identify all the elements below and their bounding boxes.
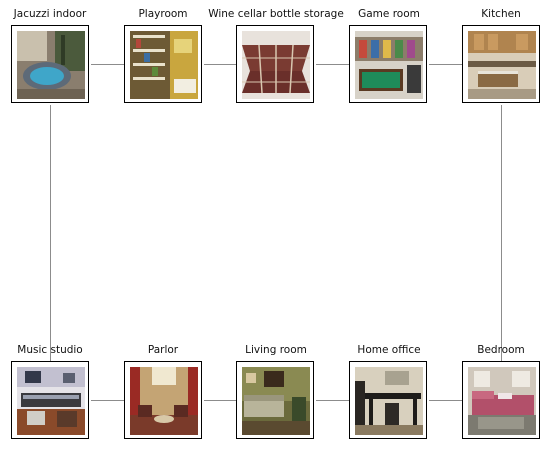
room-node-parlor[interactable] bbox=[124, 361, 202, 439]
connector-music-parlor bbox=[91, 400, 124, 401]
room-label-music: Music studio bbox=[17, 344, 83, 356]
connector-game-kitchen bbox=[429, 64, 462, 65]
living-room-photo bbox=[242, 367, 310, 435]
room-label-kitchen: Kitchen bbox=[481, 8, 521, 20]
room-label-parlor: Parlor bbox=[147, 344, 179, 356]
room-label-wine: Wine cellar bottle storage bbox=[208, 8, 344, 20]
room-node-kitchen[interactable] bbox=[462, 25, 540, 103]
room-label-game: Game room bbox=[358, 8, 420, 20]
room-label-jacuzzi: Jacuzzi indoor bbox=[13, 8, 87, 20]
connector-parlor-living bbox=[204, 400, 236, 401]
room-node-living[interactable] bbox=[236, 361, 314, 439]
home-office-photo bbox=[355, 367, 423, 435]
room-label-office: Home office bbox=[357, 344, 421, 356]
connector-wine-game bbox=[316, 64, 349, 65]
connector-kitchen-bedroom bbox=[501, 105, 502, 361]
room-label-bedroom: Bedroom bbox=[477, 344, 525, 356]
game-room-photo bbox=[355, 31, 423, 99]
connector-living-office bbox=[316, 400, 349, 401]
room-node-office[interactable] bbox=[349, 361, 427, 439]
kitchen-photo bbox=[468, 31, 536, 99]
room-node-wine[interactable] bbox=[236, 25, 314, 103]
connector-playroom-wine bbox=[204, 64, 236, 65]
connector-jacuzzi-music bbox=[50, 105, 51, 361]
connector-jacuzzi-playroom bbox=[91, 64, 124, 65]
room-node-music[interactable] bbox=[11, 361, 89, 439]
parlor-photo bbox=[130, 367, 198, 435]
room-label-living: Living room bbox=[245, 344, 307, 356]
music-studio-photo bbox=[17, 367, 85, 435]
jacuzzi-photo bbox=[17, 31, 85, 99]
room-node-game[interactable] bbox=[349, 25, 427, 103]
playroom-photo bbox=[130, 31, 198, 99]
room-label-playroom: Playroom bbox=[138, 8, 188, 20]
room-node-bedroom[interactable] bbox=[462, 361, 540, 439]
connector-office-bedroom bbox=[429, 400, 462, 401]
wine-cellar-photo bbox=[242, 31, 310, 99]
room-node-jacuzzi[interactable] bbox=[11, 25, 89, 103]
bedroom-photo bbox=[468, 367, 536, 435]
room-node-playroom[interactable] bbox=[124, 25, 202, 103]
